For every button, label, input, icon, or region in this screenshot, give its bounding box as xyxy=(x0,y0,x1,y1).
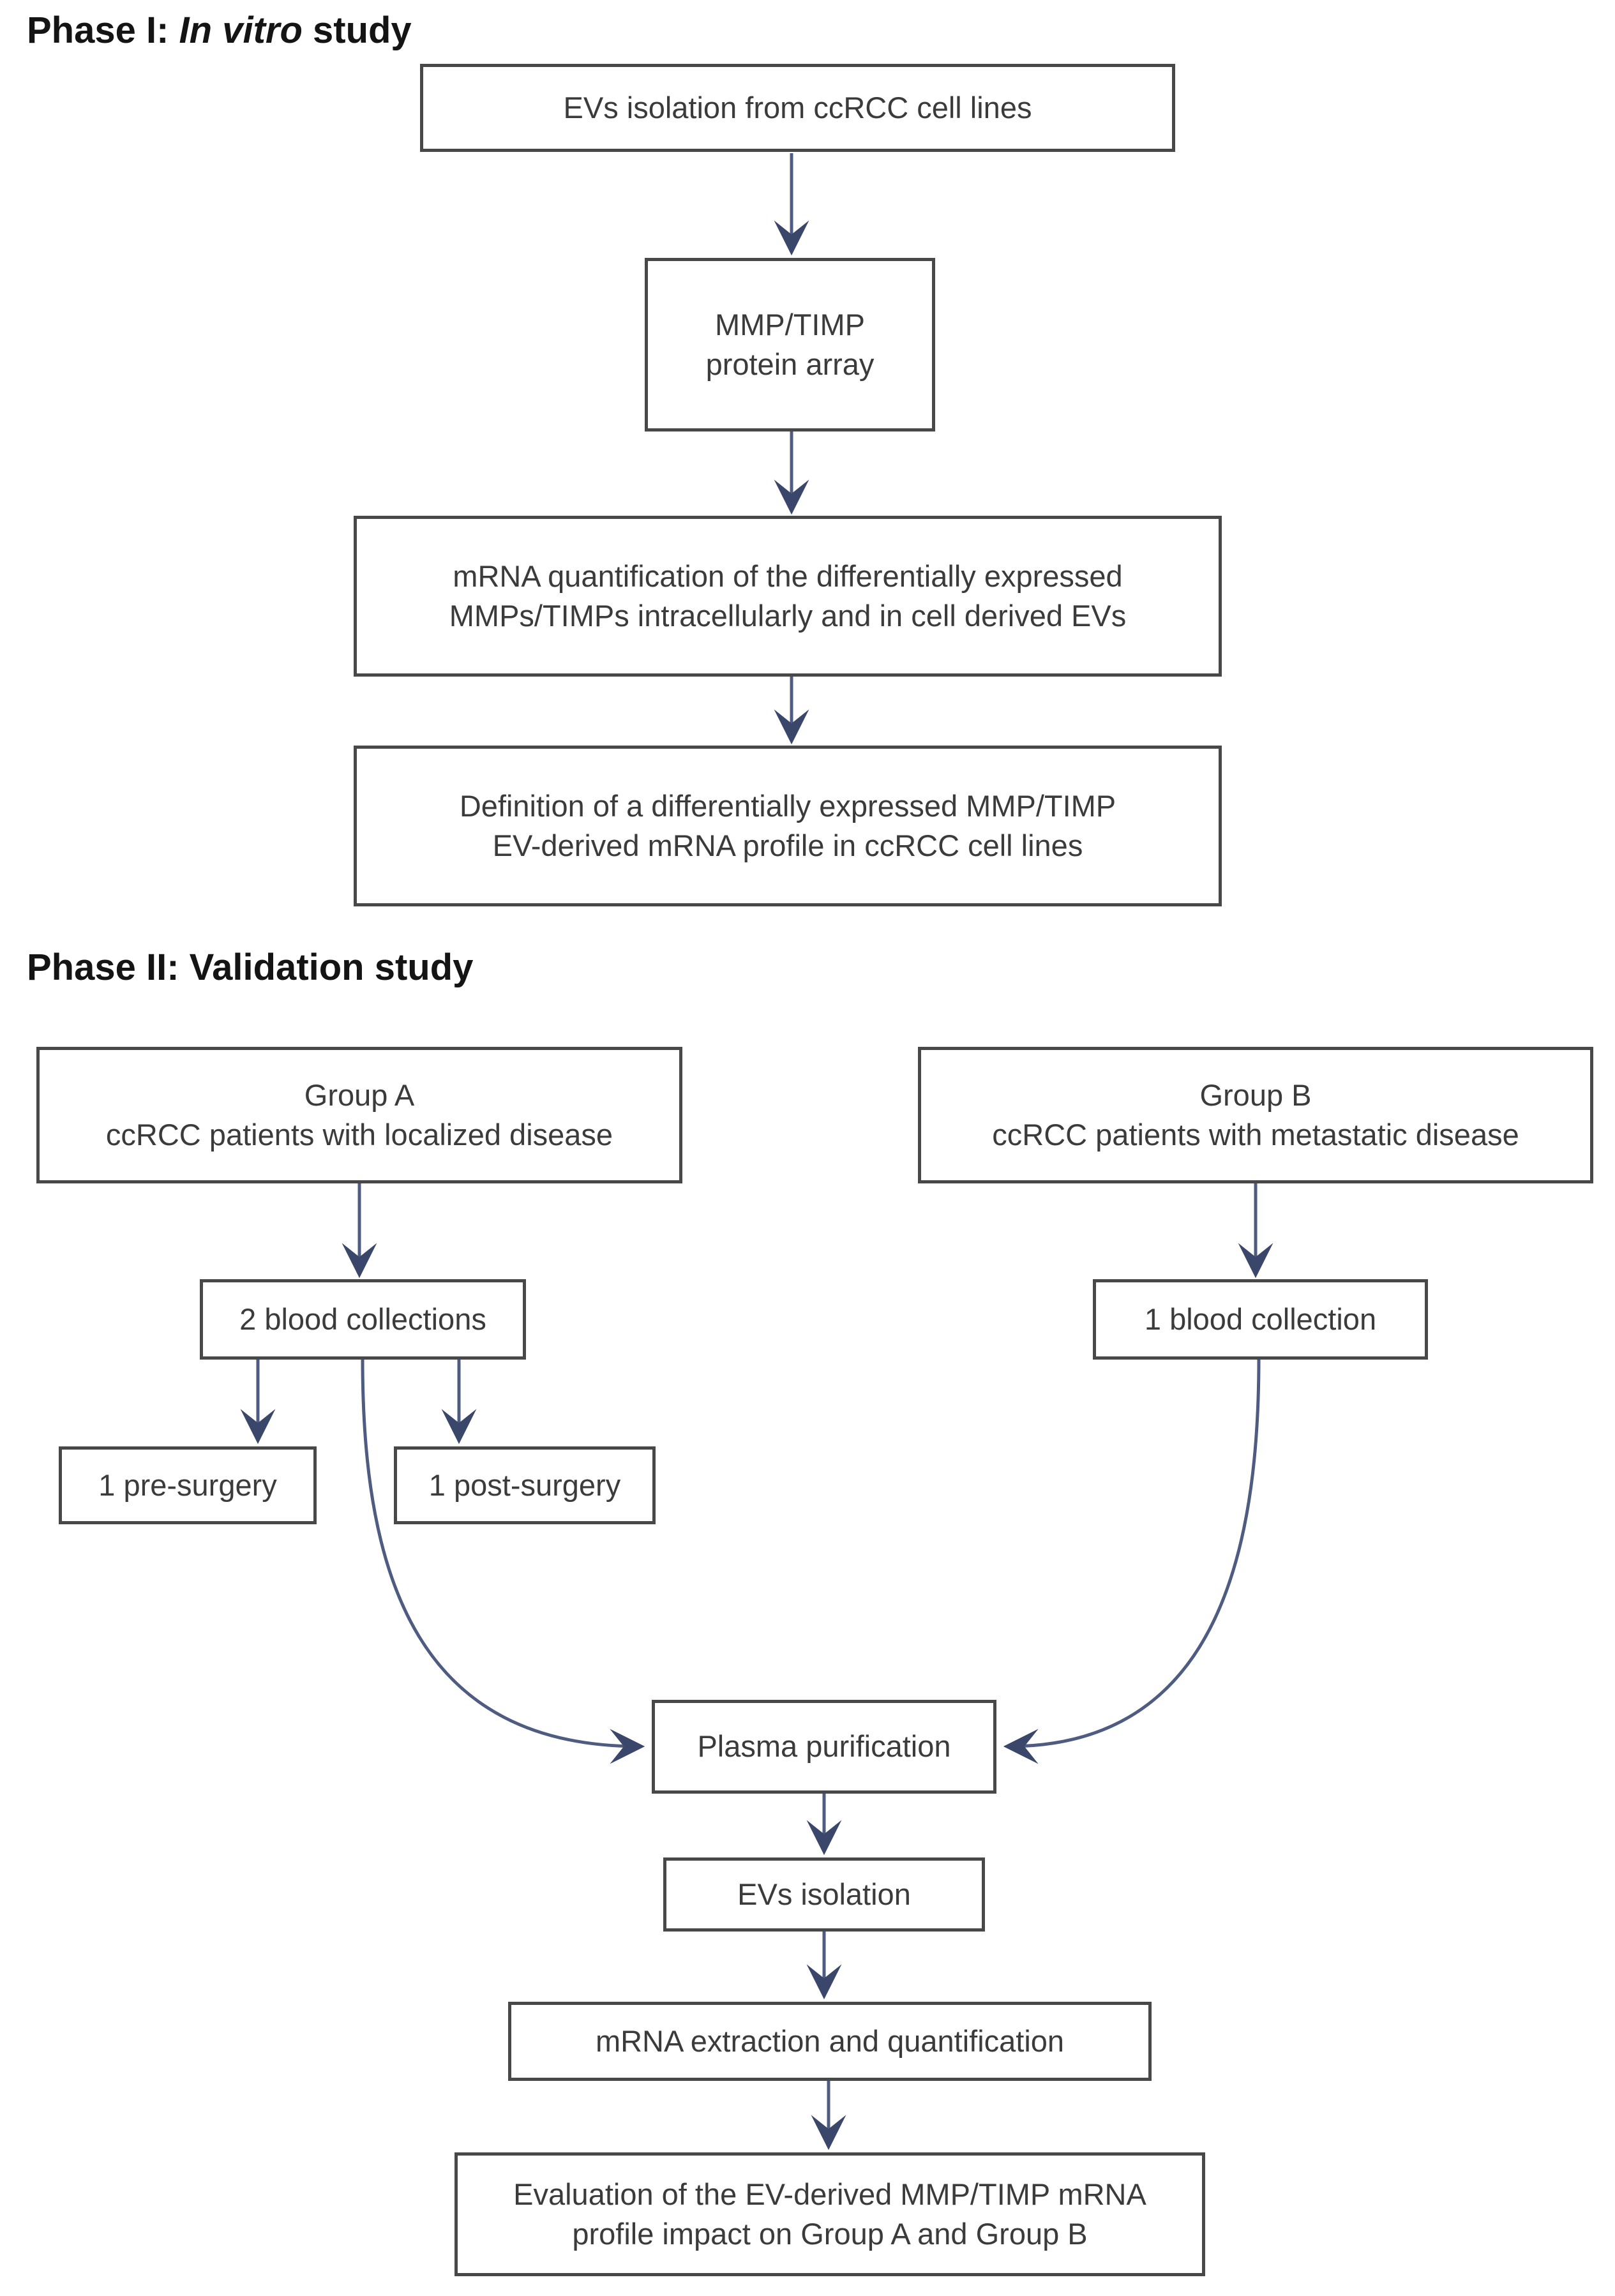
flow-box-mrna-quantification: mRNA quantification of the differentiall… xyxy=(354,516,1222,677)
box-text-line: protein array xyxy=(705,347,875,381)
flow-box-mrna-extraction: mRNA extraction and quantification xyxy=(508,2002,1152,2081)
box-text-line: mRNA extraction and quantification xyxy=(595,2023,1065,2058)
box-text-line: Definition of a differentially expressed… xyxy=(459,788,1116,823)
box-text-line: 1 blood collection xyxy=(1144,1302,1377,1336)
phase2-title: Phase II: Validation study xyxy=(27,946,473,989)
phase1-title-prefix: Phase I: xyxy=(27,10,179,51)
box-text-line: MMPs/TIMPs intracellularly and in cell d… xyxy=(449,599,1127,633)
flow-box-evaluation: Evaluation of the EV-derived MMP/TIMP mR… xyxy=(454,2152,1205,2276)
box-text-line: 1 post-surgery xyxy=(428,1467,621,1502)
phase2-title-prefix: Phase II: Validation study xyxy=(27,947,474,988)
box-text-line: Group A xyxy=(304,1077,415,1112)
flow-box-2-blood-collections: 2 blood collections xyxy=(200,1279,526,1360)
flow-box-group-b: Group B ccRCC patients with metastatic d… xyxy=(918,1047,1593,1183)
flow-box-evs-isolation-cell-lines: EVs isolation from ccRCC cell lines xyxy=(420,64,1175,152)
flow-box-group-a: Group A ccRCC patients with localized di… xyxy=(36,1047,682,1183)
box-text-line: Evaluation of the EV-derived MMP/TIMP mR… xyxy=(513,2177,1146,2211)
box-text-line: MMP/TIMP xyxy=(715,307,865,341)
flow-box-definition-profile: Definition of a differentially expressed… xyxy=(354,746,1222,906)
flow-box-mmp-timp-protein-array: MMP/TIMP protein array xyxy=(645,258,935,431)
curve-1-blood-to-plasma xyxy=(1003,1359,1261,1764)
curve-2-blood-to-plasma xyxy=(361,1359,645,1764)
box-text-line: EV-derived mRNA profile in ccRCC cell li… xyxy=(492,829,1083,862)
flow-box-evs-isolation: EVs isolation xyxy=(663,1857,985,1932)
box-text-line: Group B xyxy=(1199,1077,1312,1112)
box-text-line: EVs isolation xyxy=(737,1877,911,1911)
flow-box-plasma-purification: Plasma purification xyxy=(652,1700,996,1794)
phase1-title: Phase I: In vitro study xyxy=(27,9,412,52)
box-text-line: ccRCC patients with metastatic disease xyxy=(992,1118,1519,1152)
box-text-line: mRNA quantification of the differentiall… xyxy=(453,559,1123,593)
flow-box-1-blood-collection: 1 blood collection xyxy=(1093,1279,1428,1360)
phase1-title-italic: In vitro xyxy=(179,10,303,51)
flow-box-pre-surgery: 1 pre-surgery xyxy=(59,1446,317,1524)
box-text-line: 2 blood collections xyxy=(239,1302,486,1336)
box-text-line: Plasma purification xyxy=(697,1729,951,1764)
box-text-line: 1 pre-surgery xyxy=(98,1467,277,1502)
box-text-line: EVs isolation from ccRCC cell lines xyxy=(563,90,1032,124)
phase1-title-suffix: study xyxy=(302,10,412,51)
box-text-line: profile impact on Group A and Group B xyxy=(572,2217,1088,2251)
flow-box-post-surgery: 1 post-surgery xyxy=(394,1446,656,1524)
box-text-line: ccRCC patients with localized disease xyxy=(105,1118,613,1152)
